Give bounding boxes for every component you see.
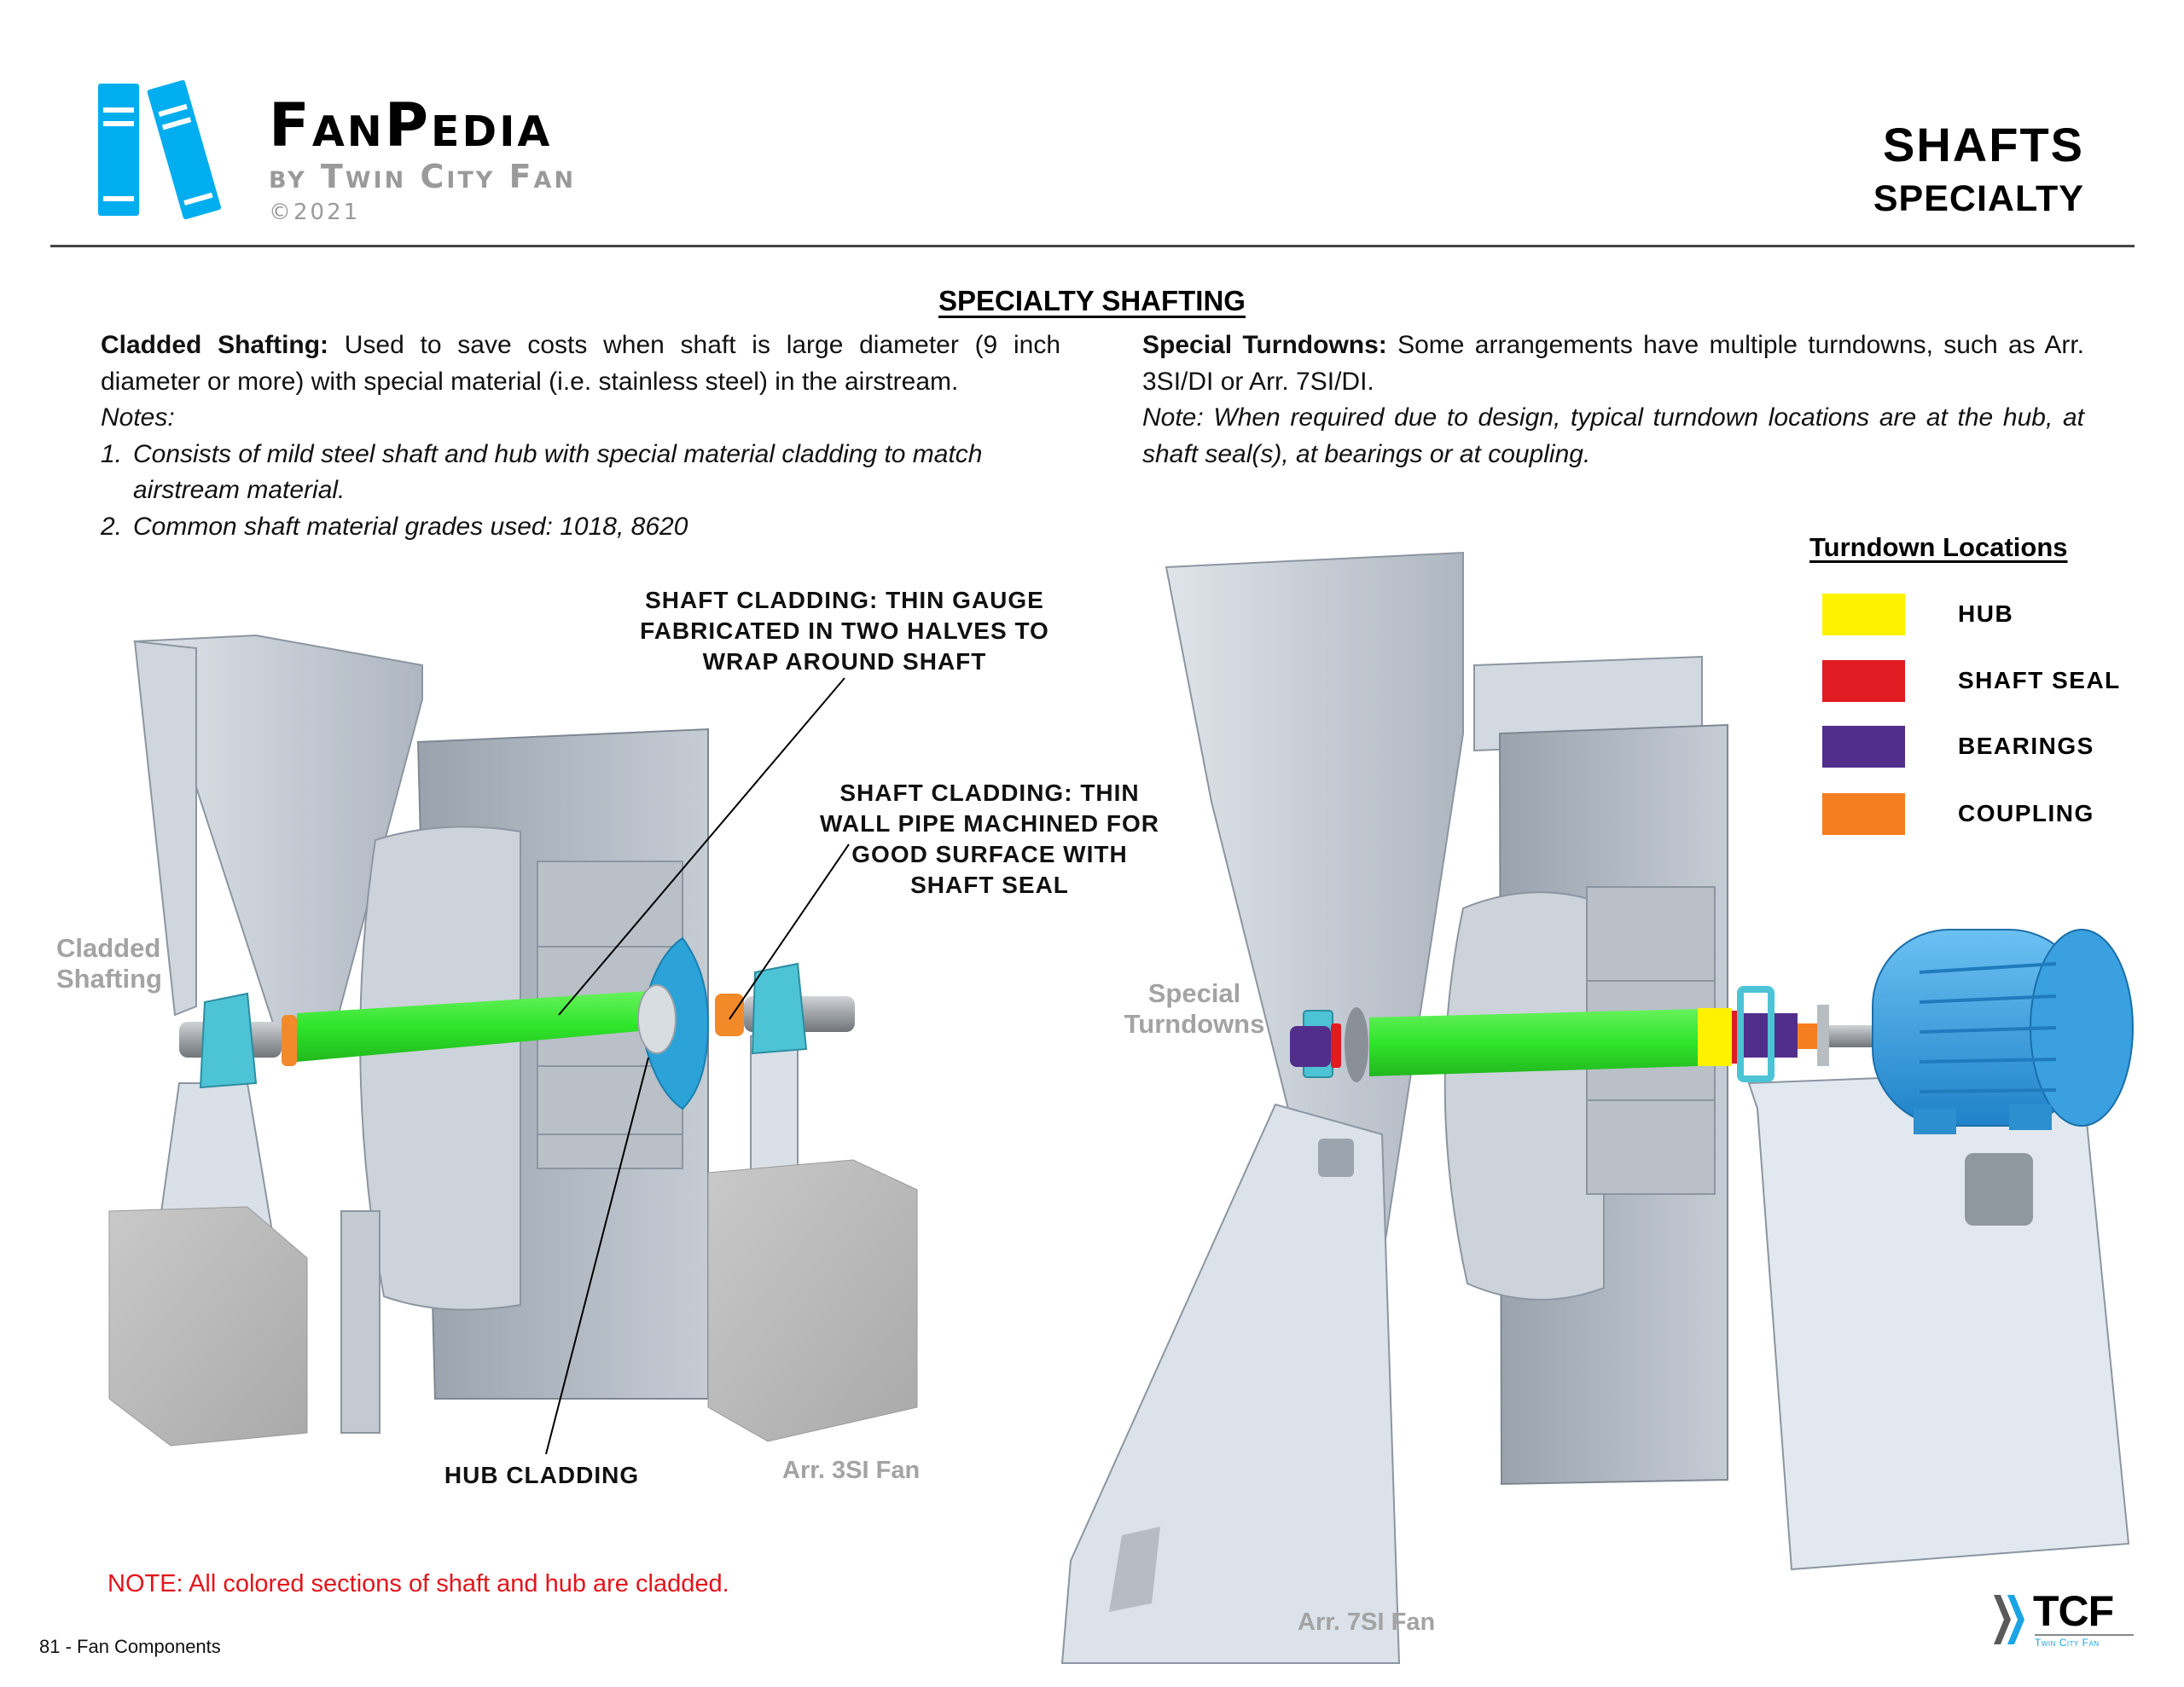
special-turndowns-text: Some arrangements have multiple turndown…	[1142, 331, 2084, 396]
callout-shaft-cladding-gauge: SHAFT CLADDING: THIN GAUGE FABRICATED IN…	[640, 587, 1049, 675]
housing-leg	[340, 1210, 380, 1434]
turndown-seal-left	[1331, 1023, 1341, 1068]
page-title: SHAFTS	[1883, 118, 2084, 171]
bearing-right	[1737, 986, 1774, 1082]
note-text: Consists of mild steel shaft and hub wit…	[133, 439, 983, 505]
shaft-cladding-pipe	[715, 994, 744, 1036]
label-special-turndowns: Special Turndowns	[1124, 978, 1265, 1039]
motor-shaft	[1828, 1025, 1873, 1047]
legend-item-bearings: BEARINGS	[1822, 724, 2094, 768]
legend-swatch	[1822, 792, 1905, 835]
brand-subtitle: by Twin City Fan	[269, 158, 577, 195]
shaft-cladding-green	[297, 991, 648, 1062]
legend-swatch	[1822, 659, 1905, 702]
note-item: 2. Common shaft material grades used: 101…	[101, 509, 1060, 546]
legend-label: BEARINGS	[1958, 733, 2094, 759]
special-turndowns-heading: Special Turndowns:	[1142, 331, 1387, 359]
shaft-cladding-green	[1369, 1009, 1698, 1076]
label-arr7-fan: Arr. 7SI Fan	[1298, 1609, 1436, 1636]
concrete-block-left	[108, 1206, 308, 1446]
concrete-block-right	[707, 1159, 918, 1442]
header-divider	[50, 245, 2135, 247]
legend-swatch	[1822, 593, 1905, 635]
legend-title: Turndown Locations	[1809, 532, 2068, 562]
cladded-shafting-text: Used to save costs when shaft is large d…	[101, 331, 1061, 396]
label-arr3-fan: Arr. 3SI Fan	[782, 1457, 921, 1484]
motor-base-cutout	[1965, 1153, 2033, 1226]
legend-item-hub: HUB	[1822, 592, 2013, 636]
callout-line-gauge	[558, 677, 845, 1016]
coupling-flange	[1817, 1005, 1829, 1066]
turndown-hub	[1698, 1008, 1732, 1066]
special-turndowns-paragraph: Special Turndowns: Some arrangements hav…	[1142, 328, 2084, 400]
brand-title: FanPedia	[269, 90, 553, 160]
note-text: Common shaft material grades used: 1018,…	[133, 512, 688, 541]
motor-foot-left	[1914, 1109, 1956, 1134]
motor-base	[1747, 1069, 2130, 1571]
pedestal-base-left	[1060, 1103, 1401, 1664]
label-cladded-shafting: Cladded Shafting	[56, 933, 162, 994]
note-number: 2.	[101, 512, 123, 541]
legend-label: SHAFT SEAL	[1958, 667, 2121, 693]
callout-shaft-cladding-pipe: SHAFT CLADDING: THIN WALL PIPE MACHINED …	[820, 780, 1159, 898]
notes-label: Notes:	[101, 403, 175, 432]
fan-wheel	[359, 826, 521, 1311]
note-number: 1.	[101, 439, 123, 468]
section-title: SPECIALTY SHAFTING	[938, 285, 1246, 316]
special-turndowns-description: Special Turndowns: Some arrangements hav…	[1142, 328, 2084, 472]
legend-swatch	[1822, 725, 1905, 768]
tcf-logo-subtext: Twin City Fan	[2035, 1634, 2134, 1649]
motor-foot-right	[2009, 1104, 2052, 1130]
cladded-shafting-heading: Cladded Shafting:	[101, 331, 329, 359]
bearing-right	[751, 962, 808, 1055]
legend-item-shaft-seal: SHAFT SEAL	[1822, 658, 2121, 703]
cladded-shafting-paragraph: Cladded Shafting: Used to save costs whe…	[101, 328, 1060, 400]
callout-line-pipe	[729, 844, 850, 1020]
copyright: ©2021	[269, 200, 361, 225]
note-item: 1. Consists of mild steel shaft and hub w…	[101, 437, 1060, 509]
arr7-fan-illustration	[1060, 551, 2134, 1664]
tcf-logo-text: TCF	[2033, 1587, 2114, 1635]
tcf-chevron-icon	[1994, 1595, 2024, 1644]
bearing-left	[199, 992, 258, 1089]
shaft-seal-cladding-left	[282, 1015, 297, 1066]
special-turndowns-note: Note: When required due to design, typic…	[1142, 403, 2084, 468]
page-subtitle: SPECIALTY	[1873, 178, 2084, 219]
callout-line-hub	[545, 1057, 649, 1455]
fanpedia-books-logo-icon	[98, 80, 222, 220]
legend-label: HUB	[1958, 600, 2014, 627]
legend-item-coupling: COUPLING	[1822, 791, 2094, 836]
arr3-fan-illustration	[108, 634, 918, 1455]
inlet-duct-side	[133, 640, 197, 1017]
legend-label: COUPLING	[1958, 800, 2094, 826]
notes-list: 1. Consists of mild steel shaft and hub w…	[101, 437, 1060, 546]
cladded-shafting-description: Cladded Shafting: Used to save costs whe…	[101, 328, 1060, 545]
page-footer: 81 - Fan Components	[39, 1636, 221, 1657]
cladding-note: NOTE: All colored sections of shaft and …	[107, 1570, 729, 1597]
tcf-logo: TCF Twin City Fan	[1992, 1587, 2137, 1649]
base-cutout-lower	[1109, 1527, 1160, 1612]
fan-wheel	[1443, 891, 1605, 1301]
seal-flange	[1345, 1007, 1368, 1082]
hub	[637, 984, 677, 1054]
turndown-bearing-left	[1290, 1026, 1331, 1067]
base-cutout	[1318, 1139, 1354, 1177]
callout-hub-cladding: HUB CLADDING	[444, 1462, 640, 1488]
